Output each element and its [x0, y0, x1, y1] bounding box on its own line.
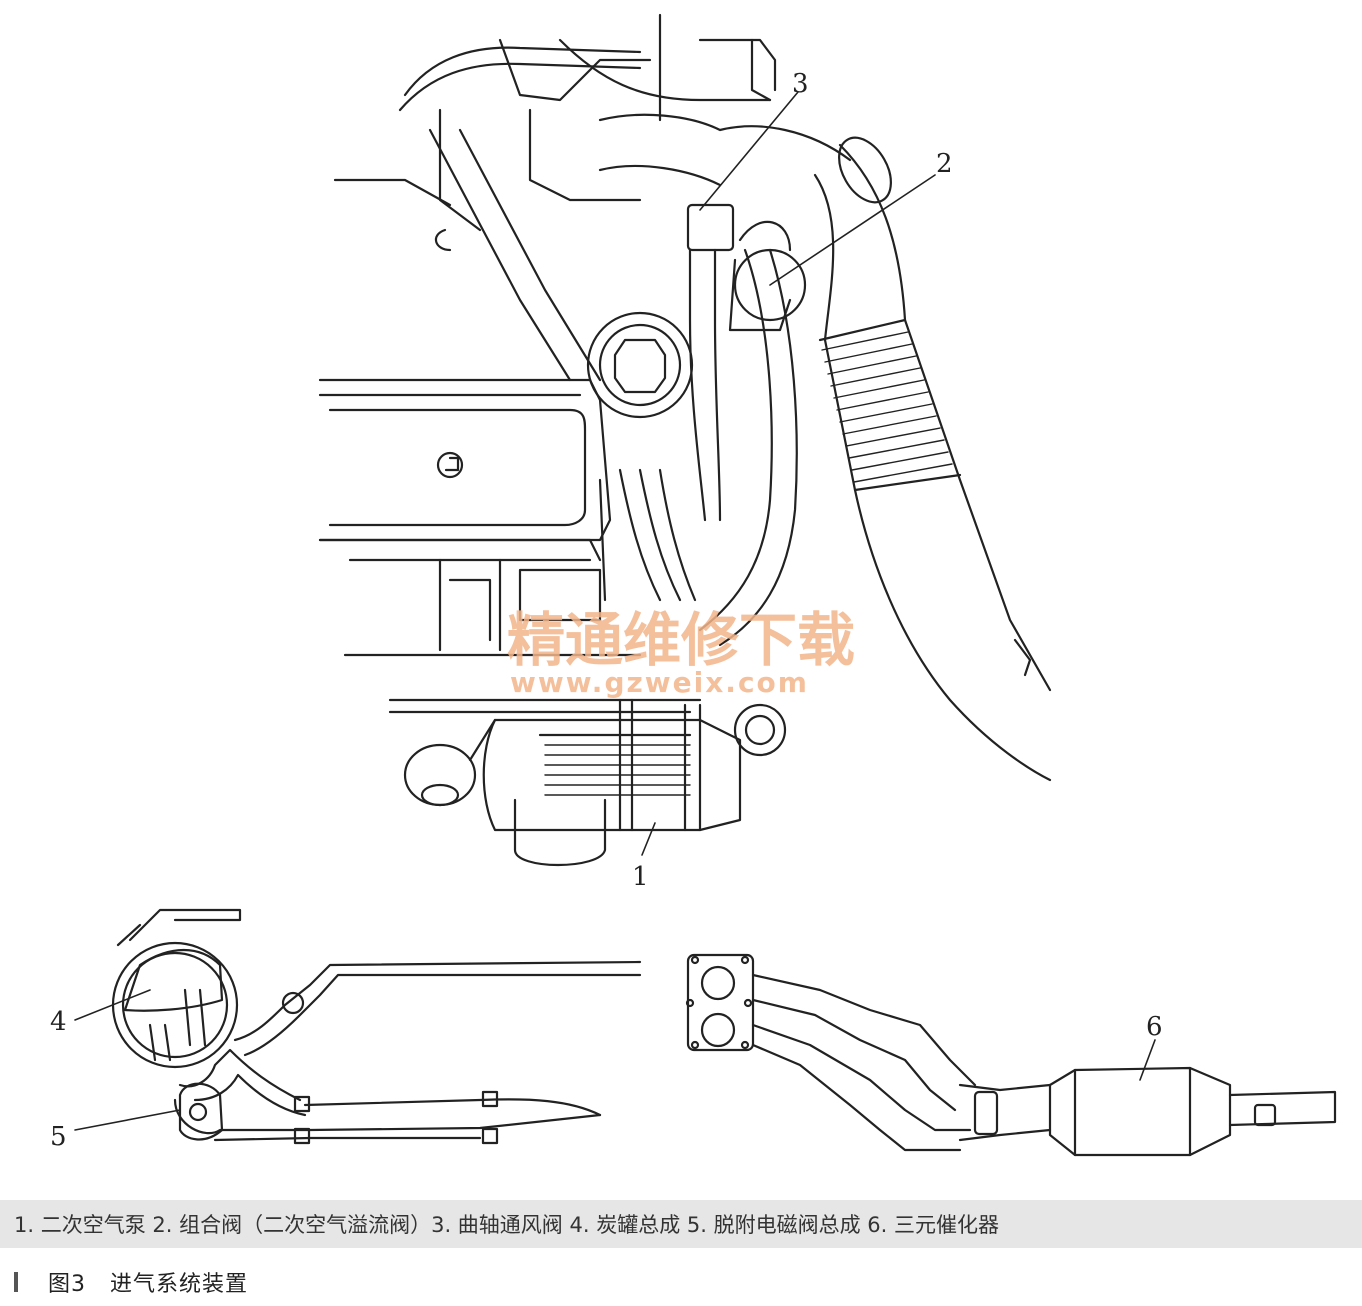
canister-drawing [111, 908, 642, 1145]
callout-2: 2 [936, 149, 953, 179]
callout-1: 1 [632, 862, 649, 892]
callout-3: 3 [792, 69, 809, 99]
figure-caption: 图3 进气系统装置 [0, 1262, 248, 1302]
watermark-title: 精通维修下载 [507, 606, 855, 674]
caption-text: 图3 进气系统装置 [48, 1272, 248, 1297]
leader-lines [74, 91, 1156, 1131]
legend-bar: 1. 二次空气泵 2. 组合阀（二次空气溢流阀）3. 曲轴通风阀 4. 炭罐总成… [0, 1200, 1362, 1248]
caption-marker [14, 1272, 18, 1292]
legend-text: 1. 二次空气泵 2. 组合阀（二次空气溢流阀）3. 曲轴通风阀 4. 炭罐总成… [14, 1213, 999, 1237]
callout-4: 4 [50, 1007, 67, 1037]
watermark-url: www.gzweix.com [510, 666, 809, 699]
exhaust-drawing [685, 953, 1337, 1157]
intake-system-diagram: 1 2 3 4 5 6 精通维修下载 www.gzweix.com [50, 13, 1337, 1157]
callout-6: 6 [1146, 1012, 1163, 1042]
engine-drawing [318, 13, 1052, 867]
callout-5: 5 [50, 1122, 67, 1152]
